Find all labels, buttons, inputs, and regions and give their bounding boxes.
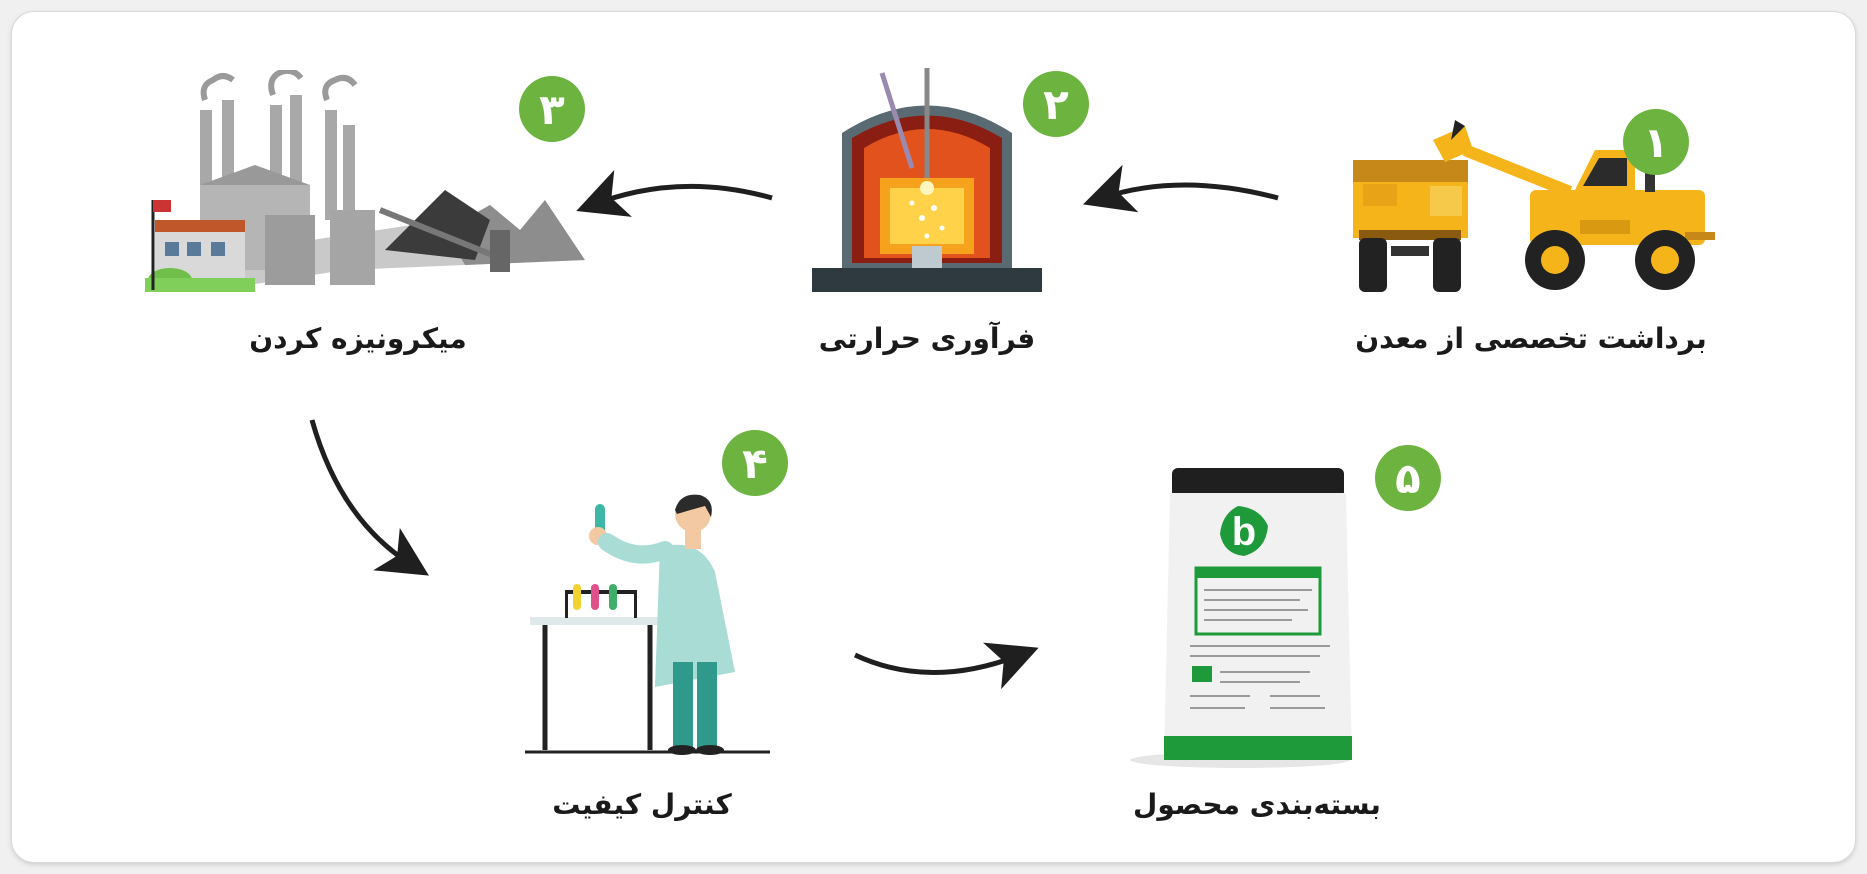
step-3-label: میکرونیزه کردن — [249, 322, 467, 355]
arrow-2-to-3 — [576, 170, 773, 217]
step-3-badge: ۳ — [519, 76, 585, 142]
step-5-label: بسته‌بندی محصول — [1133, 788, 1381, 821]
step-1-badge: ۱ — [1623, 109, 1689, 175]
furnace-illustration — [812, 68, 1042, 292]
step-2-badge: ۲ — [1023, 71, 1089, 137]
lab-illustration — [525, 494, 770, 755]
bag-logo: b — [1232, 510, 1256, 554]
step-4-label: کنترل کیفیت — [552, 788, 732, 821]
factory-illustration — [145, 70, 585, 292]
arrow-1-to-2 — [1083, 164, 1279, 213]
arrow-3-to-4 — [309, 419, 429, 576]
bag-illustration: b — [1130, 468, 1352, 768]
step-5-badge: ۵ — [1375, 445, 1441, 511]
step-4-badge: ۴ — [722, 430, 788, 496]
step-2-label: فرآوری حرارتی — [818, 322, 1036, 355]
arrow-4-to-5 — [853, 642, 1039, 690]
mining-illustration — [1353, 120, 1715, 292]
step-1-label: برداشت تخصصی از معدن — [1355, 322, 1707, 355]
